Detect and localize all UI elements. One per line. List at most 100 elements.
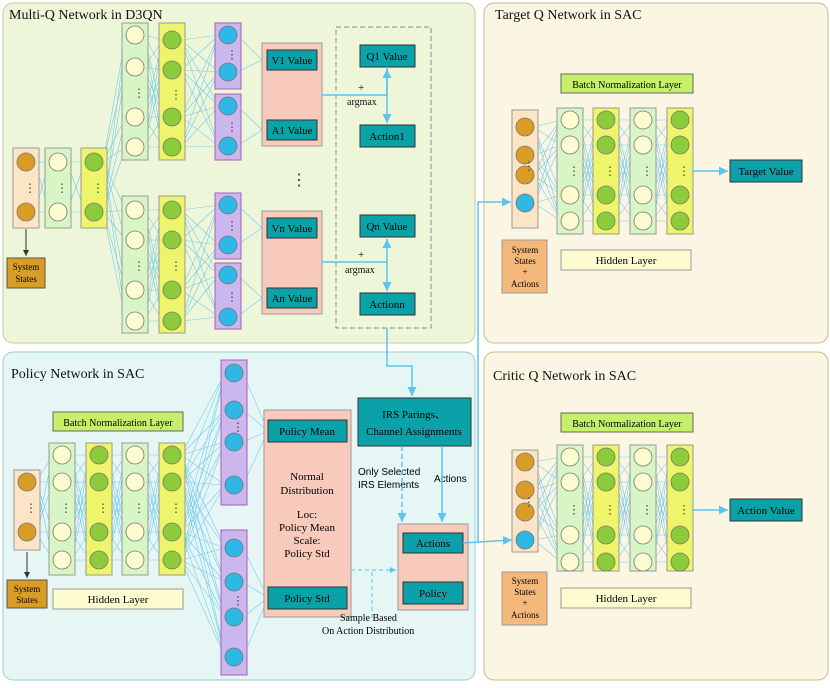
policy-layer-4: ⋮ — [158, 442, 186, 576]
critic-layer-4-node — [670, 552, 690, 572]
policy-layer-3-node — [125, 445, 145, 465]
v1-box — [266, 49, 318, 71]
d3qn-layer-1: ⋮ — [44, 147, 72, 229]
d3qn-bot-layer-4-node — [162, 280, 182, 300]
d3qn-layer-1-node — [48, 202, 68, 222]
d3qn-bot-value-stream: ⋮ — [214, 192, 242, 260]
critic-layer-2-node — [596, 552, 616, 572]
target-hidden-label: Hidden Layer — [596, 255, 657, 267]
target-input-3: + — [522, 267, 527, 277]
policy-input-layer-node — [17, 472, 37, 492]
policy-layer-3-node — [125, 522, 145, 542]
plus-1: + — [358, 82, 364, 94]
policy-input-layer-node — [17, 522, 37, 542]
target-input-2: States — [514, 256, 536, 266]
critic-layer-3: ⋮ — [629, 444, 657, 572]
d3qn-bot-layer-4-dots: ⋮ — [170, 259, 182, 273]
d3qn-top-layer-3-node — [125, 25, 145, 45]
actions-to-target-arrow — [477, 197, 511, 543]
d3qn-bot-adv-stream-node — [218, 265, 238, 285]
critic-layer-2-node — [596, 447, 616, 467]
d3qn-bot-layer-3-dots: ⋮ — [133, 259, 145, 273]
policy-layer-3: ⋮ — [121, 442, 149, 576]
critic-output-label: Action Value — [737, 505, 795, 517]
an-label: An Value — [271, 293, 312, 305]
policy-layer-2-node — [89, 522, 109, 542]
actionn-label: Actionn — [369, 299, 405, 311]
policy-std-stream-dots: ⋮ — [232, 594, 244, 608]
target-input-layer-node — [515, 145, 535, 165]
d3qn-input-layer: ⋮ — [12, 147, 40, 229]
target-layer-2: ⋮ — [592, 107, 620, 235]
target-input-1: System — [512, 245, 539, 255]
critic-input-layer-node — [515, 502, 535, 522]
target-layer-4-node — [670, 185, 690, 205]
target-input-layer-node — [515, 193, 535, 213]
dqn-to-irs-arrow — [386, 328, 417, 396]
policy-std-stream-node — [224, 538, 244, 558]
policy-hidden-label: Hidden Layer — [88, 594, 149, 606]
q-output-group — [335, 26, 432, 329]
actions-box-label: Actions — [416, 538, 450, 550]
critic-input-1: System — [512, 576, 539, 586]
target-layer-1-node — [560, 211, 580, 231]
critic-layer-4-node — [670, 525, 690, 545]
actions-to-critic-arrow — [462, 536, 513, 546]
target-layer-4-node — [670, 110, 690, 130]
policy-input-layer-dots: ⋮ — [25, 501, 37, 515]
policy-input-layer: ⋮ — [13, 469, 41, 551]
vn-box — [266, 217, 318, 239]
policy-mean-stream-node — [224, 363, 244, 383]
policy-layer-4-node — [162, 445, 182, 465]
irs-label-2: Channel Assignments — [366, 426, 462, 438]
argmax-1: argmax — [347, 97, 377, 108]
heads-dots: ⋮ — [291, 172, 307, 189]
policy-layer-1-node — [52, 522, 72, 542]
d3qn-top-layer-3: ⋮ — [121, 22, 149, 161]
qn-label: Qn Value — [366, 221, 407, 233]
d3qn-top-value-stream-node — [218, 25, 238, 45]
q1-label: Q1 Value — [366, 51, 407, 63]
action1-box — [359, 124, 416, 148]
critic-layer-3-node — [633, 525, 653, 545]
d3qn-top-layer-4-node — [162, 137, 182, 157]
critic-layer-1-dots: ⋮ — [568, 503, 580, 517]
critic-input-2: States — [514, 587, 536, 597]
dist-2: Distribution — [280, 485, 334, 497]
target-layer-2-dots: ⋮ — [604, 164, 616, 178]
d3qn-bot-layer-4-node — [162, 311, 182, 331]
critic-hidden-box — [560, 587, 692, 609]
policy-mean-stream-node — [224, 432, 244, 452]
policy-std-stream-node — [224, 607, 244, 627]
target-input-layer-node — [515, 117, 535, 137]
d3qn-bot-adv-stream-node — [218, 307, 238, 327]
d3qn-title: Multi-Q Network in D3QN — [9, 8, 163, 23]
policy-std-label: Policy Std — [284, 593, 330, 605]
d3qn-top-adv-stream-node — [218, 96, 238, 116]
policy-layer-2: ⋮ — [85, 442, 113, 576]
d3qn-bot-layer-4-node — [162, 200, 182, 220]
policy-box — [402, 581, 464, 605]
critic-input-layer-node — [515, 530, 535, 550]
policy-bn-box — [52, 411, 184, 432]
d3qn-input-layer-dots: ⋮ — [24, 181, 36, 195]
target-input-layer-node — [515, 165, 535, 185]
target-layer-3-node — [633, 110, 653, 130]
critic-input-3: + — [522, 598, 527, 608]
target-layer-2-node — [596, 211, 616, 231]
target-output-label: Target Value — [738, 166, 793, 178]
critic-layer-3-dots: ⋮ — [641, 503, 653, 517]
policy-title: Policy Network in SAC — [11, 367, 144, 382]
d3qn-bot-layer-3: ⋮ — [121, 195, 149, 334]
policy-input-2: States — [16, 595, 38, 605]
dist-3: Loc: — [297, 509, 317, 521]
critic-layer-1-node — [560, 447, 580, 467]
policy-layer-4-node — [162, 550, 182, 570]
target-layer-2-node — [596, 185, 616, 205]
critic-layer-1-node — [560, 472, 580, 492]
target-bn-box — [560, 73, 694, 94]
target-layer-2-node — [596, 110, 616, 130]
critic-input-box — [501, 571, 548, 626]
policy-layer-3-dots: ⋮ — [133, 501, 145, 515]
target-input-layer-dots: ⋮ — [523, 159, 535, 173]
